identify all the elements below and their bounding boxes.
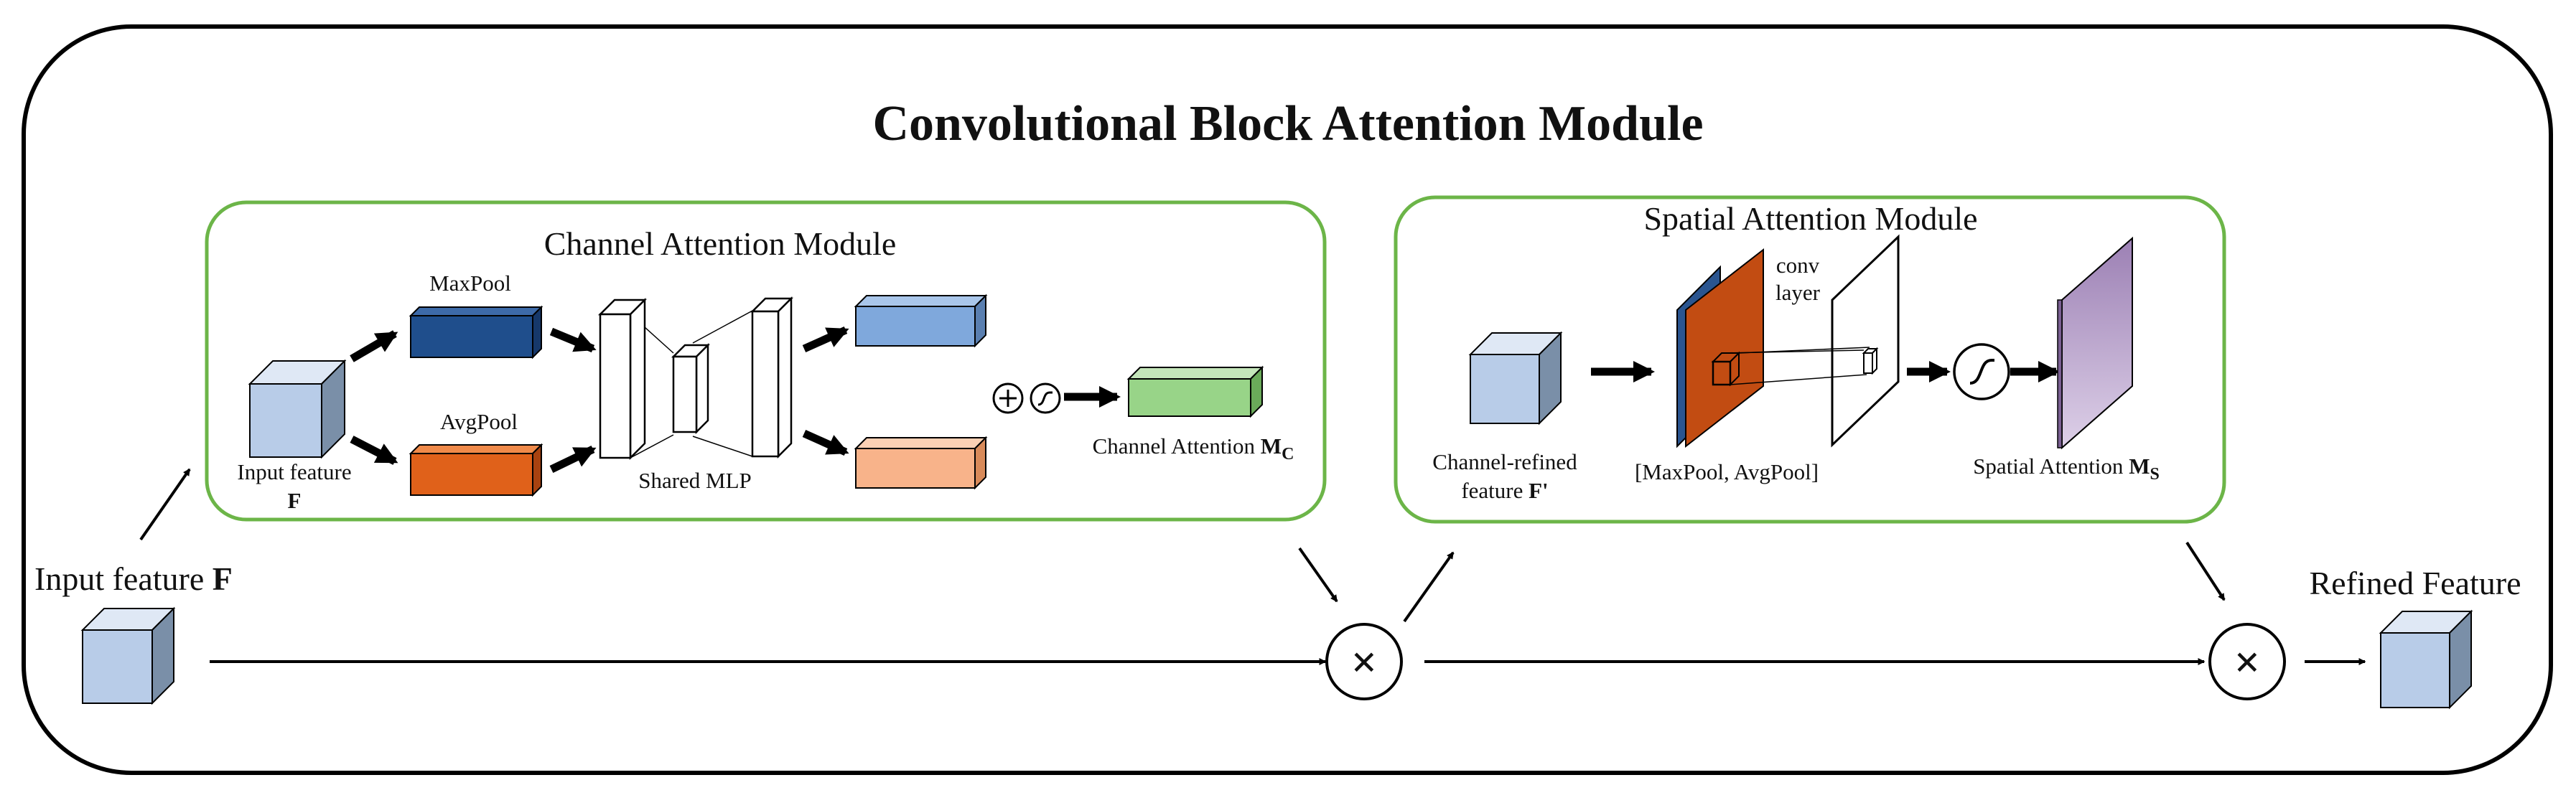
spatial-attention-text: Spatial Attention [1973,454,2129,479]
outer-frame [22,24,2553,775]
conv-layer-label-line2: layer [1775,280,1821,305]
arrow-spatial-module-to-multiply [2185,541,2226,601]
arrow-input-to-channel-module [139,468,191,541]
arrow-to-avgpool [350,436,398,465]
pool-maps-label: [MaxPool, AvgPool] [1635,459,1819,484]
conv-layer [1831,234,1900,448]
main-input-text: Input feature [34,560,213,597]
conv-layer-label-line1: conv [1776,253,1820,278]
channel-attention-map [1126,365,1264,418]
avgpool-label: AvgPool [440,409,518,434]
spatial-input-cube [1468,331,1563,426]
channel-input-cube [248,359,347,459]
main-input-cube [80,606,176,705]
shared-mlp-label: Shared MLP [638,468,752,493]
channel-input-symbol: F [288,488,302,513]
spatial-attention-symbol: M [2129,454,2150,479]
arrow-mlp-to-orange-output [802,429,849,456]
conv-projection-lines [1721,347,1870,385]
maxpool-box [409,305,543,360]
conv-output-pixel [1862,347,1879,375]
spatial-attention-subscript: S [2150,465,2159,484]
refined-feature-cube [2379,609,2473,710]
spatial-attention-module-box [1394,195,2226,524]
channel-attention-text: Channel Attention [1093,433,1261,459]
main-input-symbol: F [213,560,233,597]
spatial-attention-label: Spatial Attention MS [1973,454,2160,484]
multiply-operator-2: × [2208,623,2286,700]
mlp-output-blue [854,293,988,348]
spatial-input-symbol: F' [1529,478,1549,503]
channel-attention-symbol: M [1261,433,1282,459]
shared-mlp [597,296,794,461]
multiply-symbol-2: × [2234,636,2260,687]
spatial-input-label-line2: feature F' [1461,478,1548,503]
channel-input-label: Input feature [237,459,351,484]
diagram-title: Convolutional Block Attention Module [872,96,1703,151]
pooled-feature-maps [1676,248,1764,448]
channel-attention-label: Channel Attention MC [1093,433,1294,464]
arrow-maxpool-to-mlp [549,327,597,353]
arrow-multiply-to-spatial-module [1403,551,1455,623]
maxpool-label: MaxPool [429,271,511,296]
spatial-attention-map-edge [2057,299,2063,448]
arrow-channel-module-to-multiply [1298,547,1338,603]
channel-module-title: Channel Attention Module [544,225,897,262]
channel-attention-subscript: C [1282,445,1294,464]
multiply-operator-1: × [1325,623,1403,700]
spatial-input-label: Channel-refined [1432,449,1577,474]
mlp-output-orange [854,436,988,490]
sigmoid-icon [1030,382,1061,414]
add-operator-icon [992,382,1024,414]
spatial-module-title: Spatial Attention Module [1643,200,1977,237]
refined-feature-label: Refined Feature [2309,565,2521,601]
channel-attention-module-box [205,200,1327,522]
avgpool-box [409,443,543,497]
arrow-to-maxpool [350,330,398,362]
spatial-input-text: feature [1461,478,1529,503]
arrow-avgpool-to-mlp [549,446,597,473]
arrow-mlp-to-blue-output [802,326,849,353]
multiply-symbol-1: × [1351,636,1377,687]
spatial-sigmoid-icon [1953,343,2010,400]
main-input-label: Input feature F [34,560,233,597]
